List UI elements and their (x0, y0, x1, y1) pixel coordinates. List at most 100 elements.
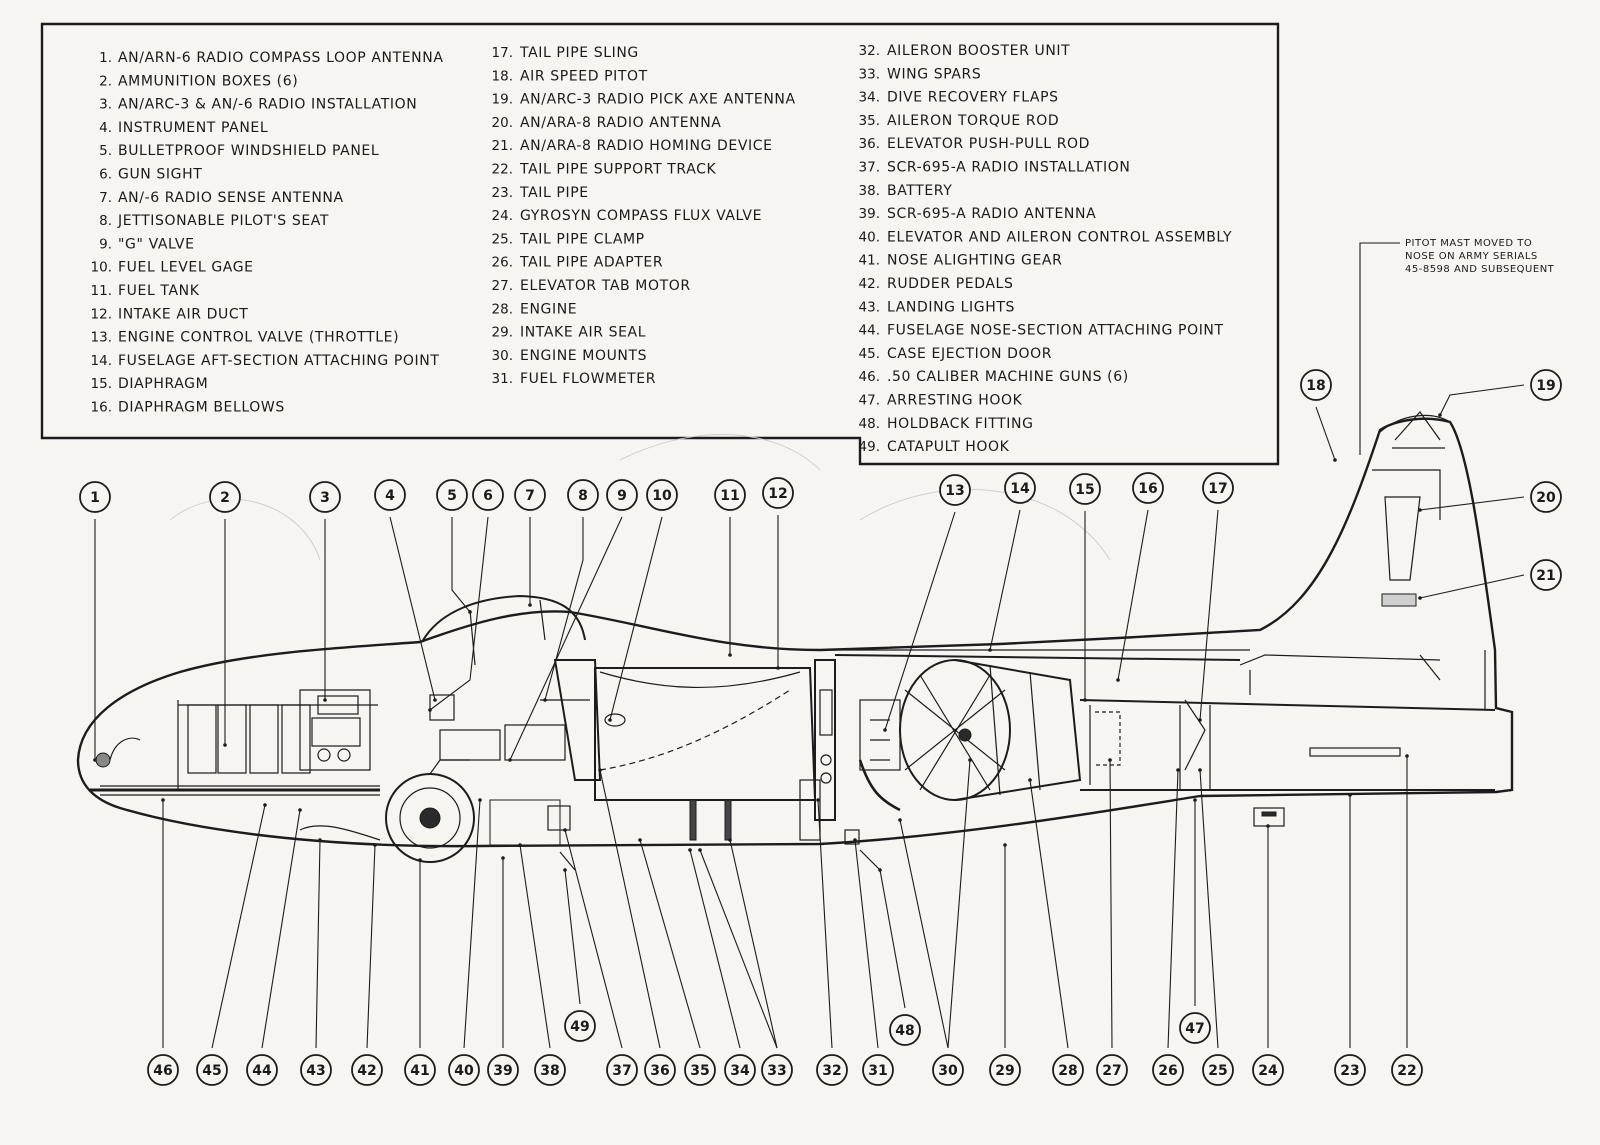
legend-item-number: 16. (91, 400, 112, 416)
callout-circle (487, 1054, 519, 1086)
callout-number: 46 (153, 1063, 172, 1079)
legend-item-label: ELEVATOR TAB MOTOR (520, 278, 691, 294)
legend-item-number: 38. (859, 183, 880, 199)
pitot-note-line: PITOT MAST MOVED TO (1405, 238, 1532, 249)
callout-leader-10 (609, 516, 663, 721)
callout-circle (79, 481, 111, 513)
legend-item-number: 28. (492, 301, 513, 317)
callout-circle (1530, 481, 1562, 513)
legend-item-label: TAIL PIPE (519, 185, 589, 201)
callout-circle (1300, 369, 1332, 401)
legend-item-label: NOSE ALIGHTING GEAR (887, 253, 1062, 269)
legend-item-number: 42. (859, 276, 880, 292)
callout-number: 14 (1010, 481, 1030, 497)
callout-leader-end-42 (373, 843, 377, 847)
callout-number: 43 (306, 1063, 325, 1079)
callout-circle (1202, 472, 1234, 504)
legend-item-label: AIR SPEED PITOT (520, 68, 648, 84)
callout-number: 17 (1208, 481, 1227, 497)
callout-49: 49 (564, 1010, 596, 1042)
callout-circle (606, 1054, 638, 1086)
engine-assembly (858, 659, 1082, 812)
callout-circle (472, 479, 504, 511)
callout-leader-end-37 (563, 828, 567, 832)
legend-item-label: AN/ARC-3 & AN/-6 RADIO INSTALLATION (118, 97, 417, 113)
callout-22: 22 (1391, 1054, 1423, 1086)
callout-circle (1004, 472, 1036, 504)
callout-number: 35 (690, 1063, 709, 1079)
callout-26: 26 (1152, 1054, 1184, 1086)
callout-circle (932, 1054, 964, 1086)
callout-number: 10 (652, 488, 672, 504)
legend-item-number: 49. (859, 439, 880, 455)
legend-item-label: LANDING LIGHTS (887, 299, 1015, 315)
callout-14: 14 (1004, 472, 1036, 504)
callout-leader-44 (261, 809, 301, 1049)
legend-item-label: SCR-695-A RADIO INSTALLATION (887, 160, 1130, 176)
legend-item-label: SCR-695-A RADIO ANTENNA (887, 206, 1096, 222)
legend-item-number: 3. (99, 97, 112, 113)
callout-leader-30 (947, 759, 971, 1049)
callout-number: 6 (483, 488, 493, 504)
legend-item-number: 36. (859, 136, 880, 152)
callout-circle (644, 1054, 676, 1086)
callout-circle (1096, 1054, 1128, 1086)
legend-item-label: AILERON BOOSTER UNIT (887, 43, 1070, 59)
callout-leader-49 (564, 869, 581, 1005)
callout-circle (1132, 472, 1164, 504)
legend-item-label: BATTERY (887, 183, 952, 199)
legend-item-number: 31. (492, 371, 513, 387)
callout-number: 39 (493, 1063, 512, 1079)
legend-item-number: 20. (492, 115, 513, 131)
callout-circle (534, 1054, 566, 1086)
callout-circle (1334, 1054, 1366, 1086)
callout-number: 18 (1306, 378, 1325, 394)
callout-40: 40 (448, 1054, 480, 1086)
legend-item-label: FUSELAGE NOSE-SECTION ATTACHING POINT (887, 323, 1224, 339)
legend-item-label: TAIL PIPE ADAPTER (519, 255, 663, 271)
legend-item-number: 15. (91, 376, 112, 392)
legend-item-label: AN/-6 RADIO SENSE ANTENNA (118, 190, 344, 206)
callout-number: 16 (1138, 481, 1157, 497)
legend-item-label: RUDDER PEDALS (887, 276, 1013, 292)
legend-item-number: 5. (99, 143, 112, 159)
legend-item-label: FUEL FLOWMETER (520, 371, 656, 387)
callout-46: 46 (147, 1054, 179, 1086)
legend-item-number: 21. (492, 138, 513, 154)
callout-leader-end-12 (776, 666, 780, 670)
legend-item-label: CATAPULT HOOK (887, 439, 1010, 455)
legend-item-number: 37. (859, 160, 880, 176)
callout-number: 42 (357, 1063, 376, 1079)
callout-leader-end-29 (1003, 843, 1007, 847)
callout-39: 39 (487, 1054, 519, 1086)
legend-item-label: "G" VALVE (118, 236, 195, 252)
legend-item-number: 11. (91, 283, 112, 299)
callout-leader-end-19 (1438, 413, 1442, 417)
legend-item-label: ELEVATOR AND AILERON CONTROL ASSEMBLY (887, 229, 1232, 245)
callout-circle (714, 479, 746, 511)
callout-leader-14 (989, 509, 1021, 651)
callout-leader-end-33 (728, 838, 732, 842)
callout-leader-end-38 (518, 843, 522, 847)
legend-item-number: 8. (99, 213, 112, 229)
callout-leader-38 (519, 844, 551, 1049)
callout-37: 37 (606, 1054, 638, 1086)
callout-leader-18 (1315, 406, 1336, 461)
legend-item-label: FUEL TANK (118, 283, 200, 299)
callout-leader-33 (729, 839, 778, 1049)
legend-item-number: 34. (859, 90, 880, 106)
callout-number: 24 (1258, 1063, 1278, 1079)
callout-number: 19 (1536, 378, 1555, 394)
callout-leader-end-48 (878, 868, 882, 872)
legend-item-label: TAIL PIPE CLAMP (519, 231, 645, 247)
legend-item-number: 4. (99, 120, 112, 136)
callout-number: 1 (90, 490, 100, 506)
callout-number: 30 (938, 1063, 958, 1079)
callout-leader-40 (463, 799, 481, 1049)
legend-item-number: 2. (99, 73, 112, 89)
callout-45: 45 (196, 1054, 228, 1086)
callout-leader-end-17 (1198, 718, 1202, 722)
legend-item-label: AN/ARA-8 RADIO HOMING DEVICE (520, 138, 773, 154)
